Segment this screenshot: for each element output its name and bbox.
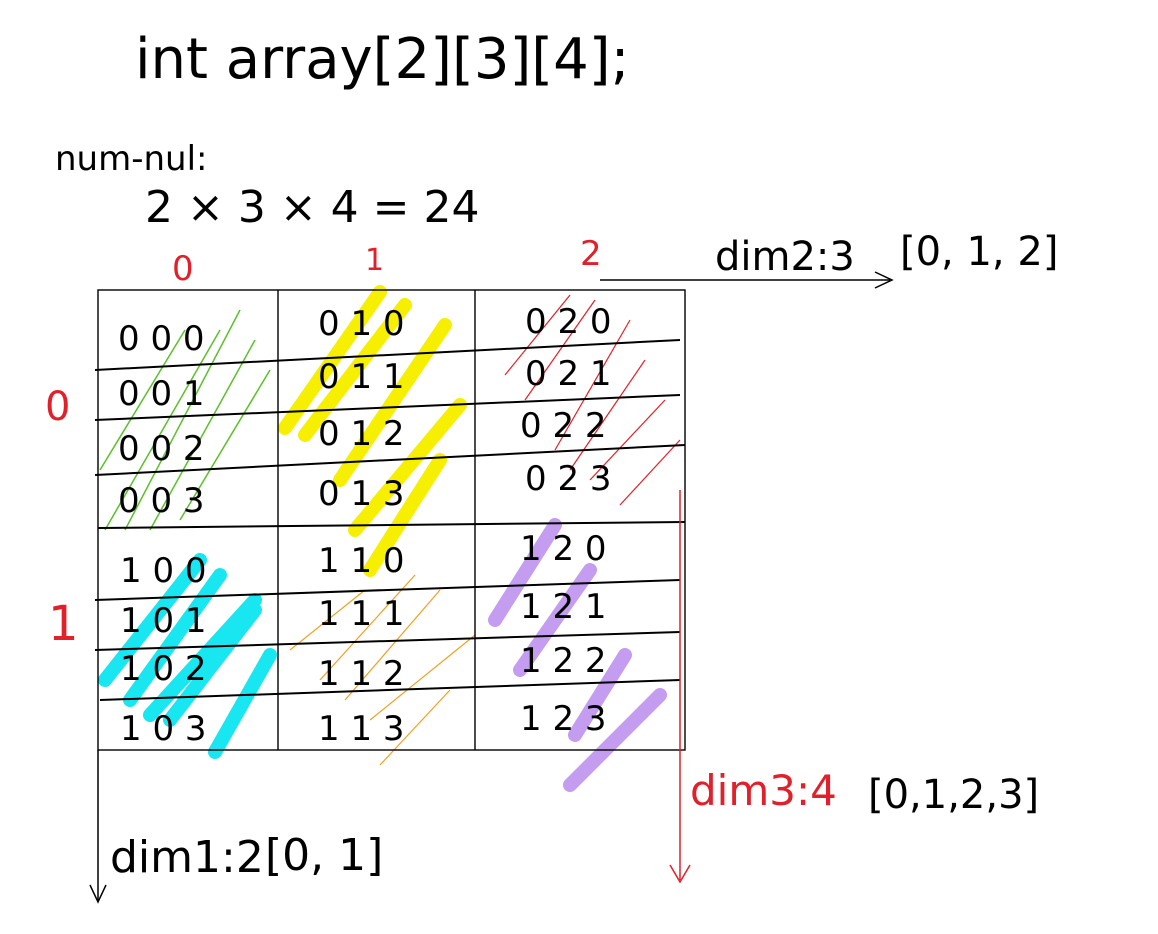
cell-1-0-0: 1 0 0: [120, 551, 207, 591]
cell-0-0-0: 0 0 0: [118, 319, 205, 359]
dim2-arrow: [600, 271, 894, 289]
cell-1-2-0: 1 2 0: [520, 529, 607, 569]
cell-0-1-0: 0 1 0: [318, 304, 405, 344]
cell-0-1-1: 0 1 1: [318, 357, 405, 397]
cell-1-1-2: 1 1 2: [318, 654, 405, 694]
cell-0-0-1: 0 0 1: [118, 374, 205, 414]
row-header-0: 0: [45, 384, 70, 430]
array-grid: [94, 289, 686, 751]
dim3-arrow: [669, 490, 691, 884]
cell-0-2-2: 0 2 2: [520, 406, 607, 446]
cell-0-0-3: 0 0 3: [118, 481, 205, 521]
cyan-highlight: [98, 553, 277, 759]
svg-text:[0,1,2,3]: [0,1,2,3]: [868, 772, 1039, 818]
cell-0-1-3: 0 1 3: [318, 474, 405, 514]
dim2-label: dim2:3 [0, 1, 2]: [715, 229, 1058, 280]
cell-values: 0 0 0 0 0 1 0 0 2 0 0 3 0 1 0 0 1 1 0 1 …: [118, 302, 612, 749]
col-header-0: 0: [172, 249, 194, 289]
svg-text:dim1:2: dim1:2: [110, 832, 264, 883]
svg-text:[0, 1]: [0, 1]: [265, 830, 383, 881]
cell-0-0-2: 0 0 2: [118, 429, 205, 469]
cell-1-1-0: 1 1 0: [318, 541, 405, 581]
dim1-arrow: [89, 750, 107, 904]
cell-0-2-3: 0 2 3: [525, 459, 612, 499]
title-text: int array[2][3][4];: [135, 27, 629, 92]
svg-text:dim2:3: dim2:3: [715, 234, 855, 280]
cell-1-0-3: 1 0 3: [120, 709, 207, 749]
svg-text:[0, 1, 2]: [0, 1, 2]: [900, 229, 1058, 275]
cell-1-1-3: 1 1 3: [318, 709, 405, 749]
cell-1-2-3: 1 2 3: [520, 699, 607, 739]
cell-1-2-2: 1 2 2: [520, 641, 607, 681]
cell-0-2-0: 0 2 0: [525, 302, 612, 342]
col-header-2: 2: [580, 234, 602, 274]
cell-1-1-1: 1 1 1: [318, 594, 405, 634]
orange-hatching: [289, 574, 476, 766]
green-hatching: [99, 309, 271, 531]
dim3-label: dim3:4 [0,1,2,3]: [690, 766, 1039, 818]
col-header-1: 1: [365, 243, 384, 278]
num-label: num-nul:: [55, 139, 208, 179]
yellow-highlight: [278, 285, 467, 577]
cell-0-2-1: 0 2 1: [525, 354, 612, 394]
cell-1-0-2: 1 0 2: [120, 649, 207, 689]
cell-0-1-2: 0 1 2: [318, 414, 405, 454]
dim1-label: dim1:2 [0, 1]: [110, 830, 383, 883]
row-header-1: 1: [48, 596, 79, 652]
red-hatching: [504, 294, 681, 506]
cell-1-2-1: 1 2 1: [520, 587, 607, 627]
cell-1-0-1: 1 0 1: [120, 601, 207, 641]
purple-highlight: [488, 518, 667, 792]
svg-text:dim3:4: dim3:4: [690, 766, 837, 815]
num-formula: 2 × 3 × 4 = 24: [145, 182, 480, 233]
